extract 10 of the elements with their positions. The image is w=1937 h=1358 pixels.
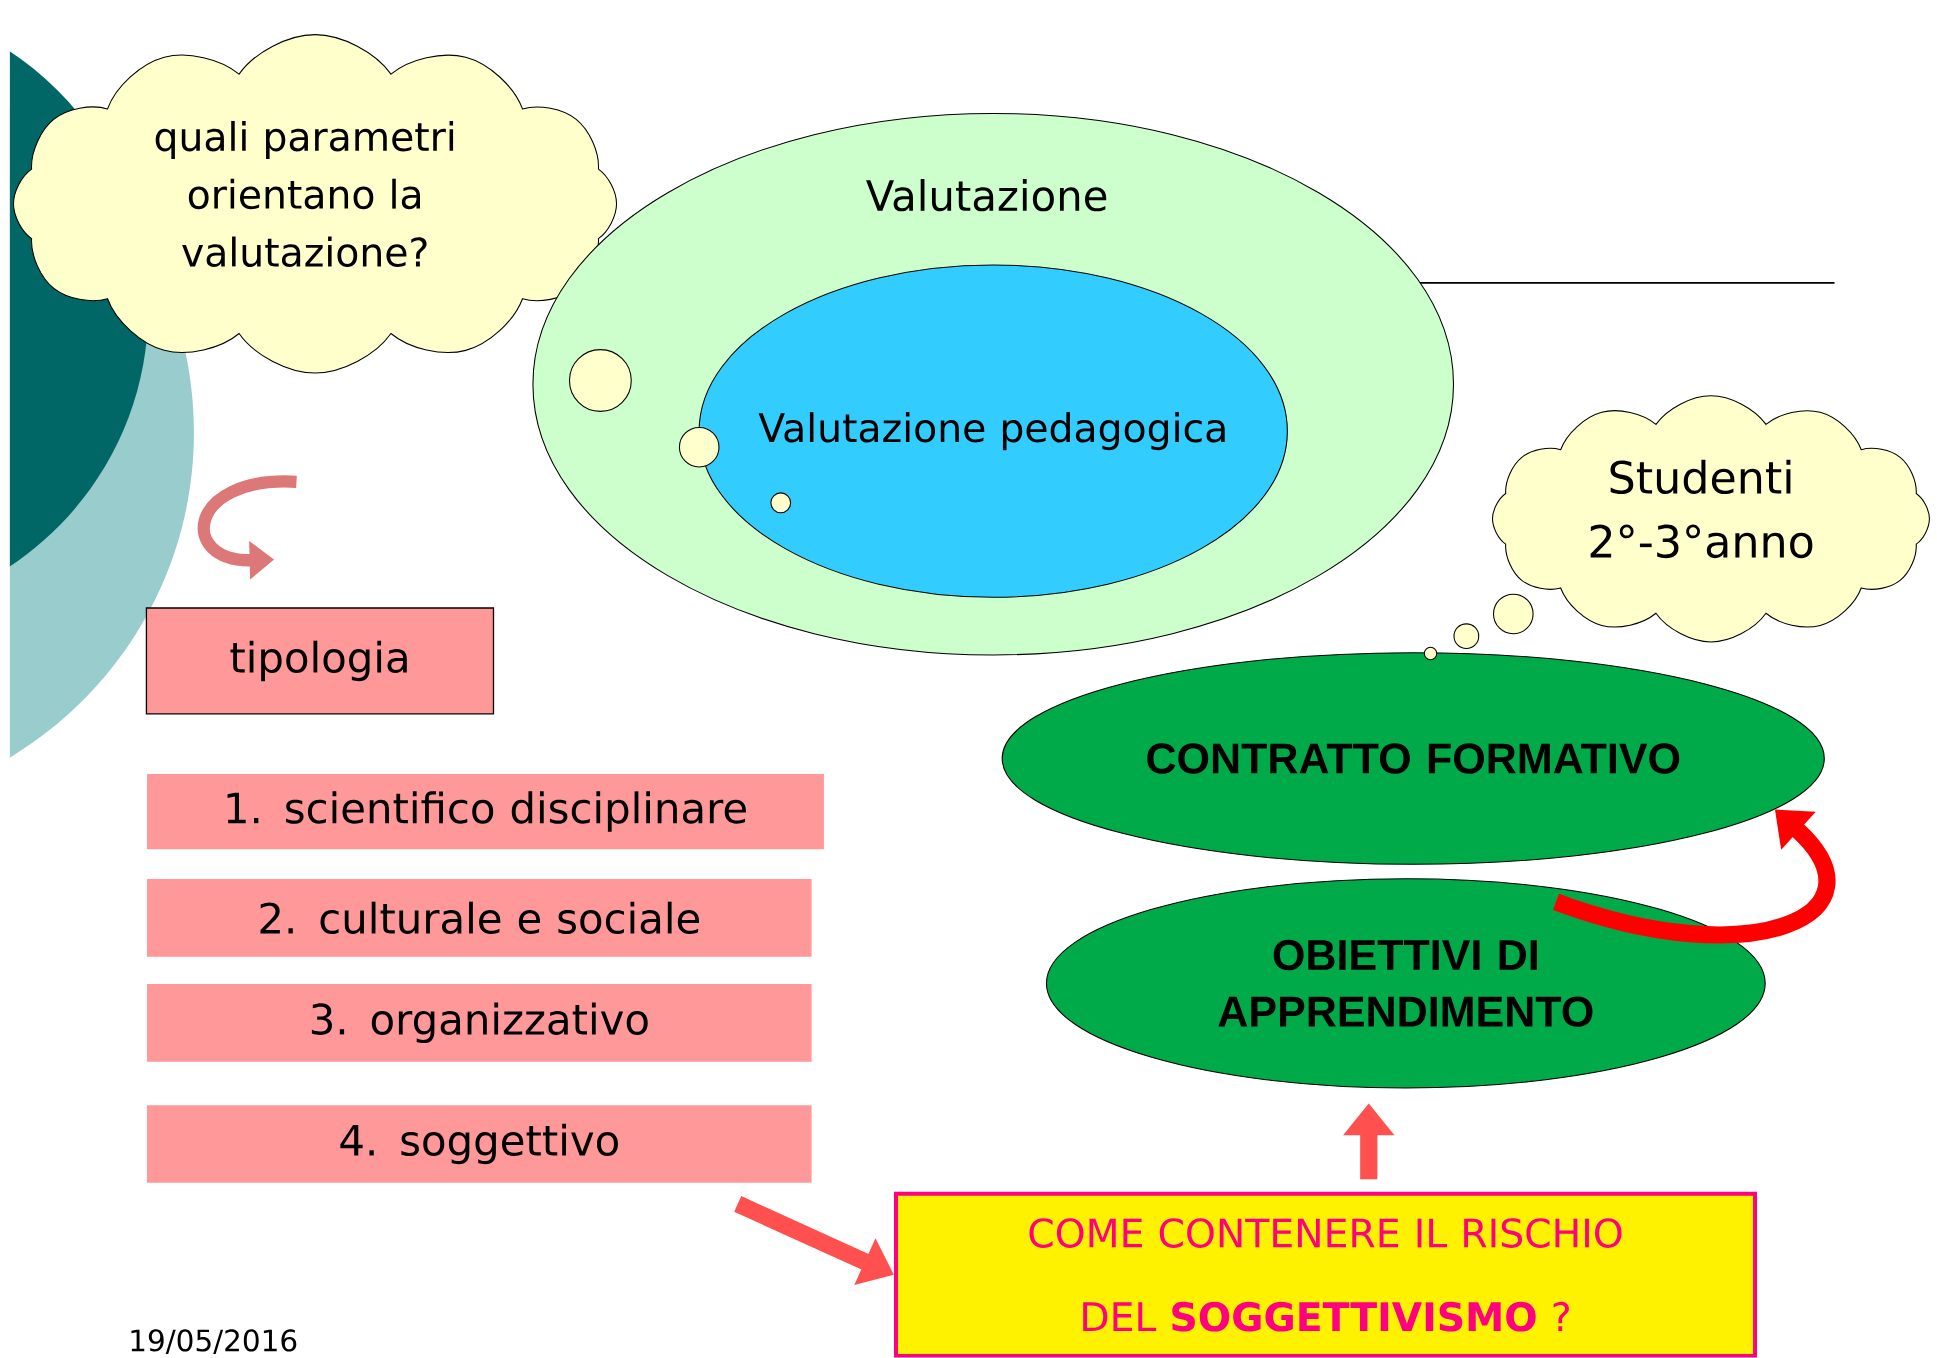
category-bar: 4. soggettivo (147, 1105, 812, 1183)
label-box: tipologia (145, 607, 495, 715)
category-bar: 2. culturale e sociale (147, 879, 812, 957)
question-box: COME CONTENERE IL RISCHIO DEL SOGGETTIVISMO ? (894, 1191, 1758, 1358)
block-arrow (1553, 809, 1835, 944)
category-bar: 3. organizzativo (147, 984, 812, 1062)
thought-cloud: quali parametri orientano la valutazione? (12, 34, 618, 374)
thought-cloud: Studenti 2°-3°anno (1492, 395, 1930, 643)
category-bar: 1. scientifico disciplinare (147, 774, 824, 850)
date-label: 19/05/2016 (131, 1329, 297, 1355)
